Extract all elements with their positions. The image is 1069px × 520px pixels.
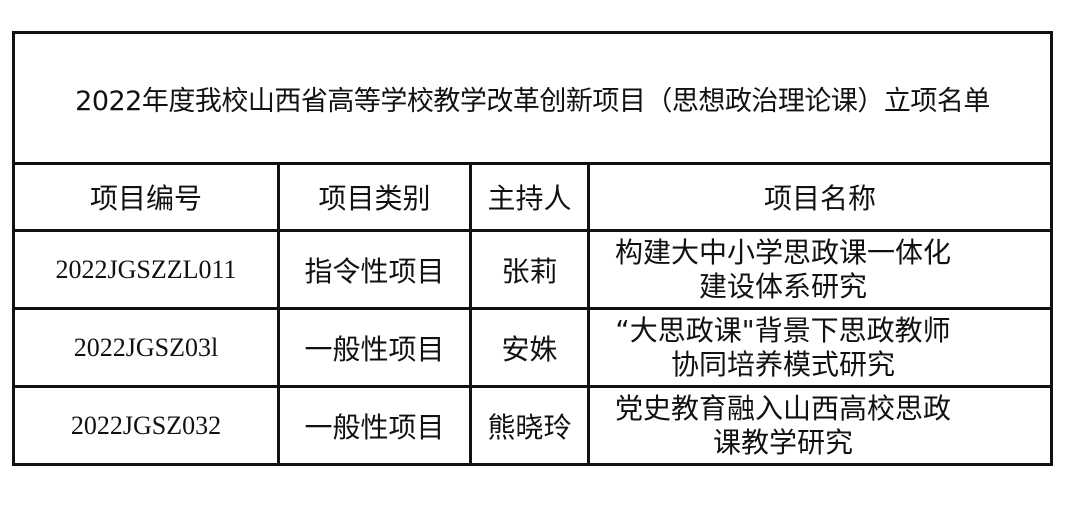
header-name: 项目名称	[587, 162, 1053, 232]
project-name-line: 协同培养模式研究	[670, 347, 895, 381]
project-name-line: 课教学研究	[712, 425, 853, 459]
project-name-line: 党史教育融入山西高校思政	[614, 391, 951, 425]
project-code: 2022JGSZ03l	[12, 307, 280, 388]
table-title: 2022年度我校山西省高等学校教学改革创新项目（思想政治理论课）立项名单	[12, 31, 1053, 165]
header-code: 项目编号	[12, 162, 280, 232]
project-name: 构建大中小学思政课一体化建设体系研究	[587, 229, 1053, 310]
project-leader: 熊晓玲	[469, 385, 590, 466]
header-category: 项目类别	[277, 162, 472, 232]
title-row: 2022年度我校山西省高等学校教学改革创新项目（思想政治理论课）立项名单	[12, 31, 1053, 165]
project-name: 党史教育融入山西高校思政课教学研究	[587, 385, 1053, 466]
project-code: 2022JGSZZL011	[12, 229, 280, 310]
project-name-line: 建设体系研究	[698, 269, 867, 303]
project-name-line: “大思政课"背景下思政教师	[615, 313, 951, 347]
project-name: “大思政课"背景下思政教师协同培养模式研究	[587, 307, 1053, 388]
project-category: 一般性项目	[277, 307, 472, 388]
header-row: 项目编号 项目类别 主持人 项目名称	[12, 162, 1053, 232]
project-leader: 安姝	[469, 307, 590, 388]
table-row: 2022JGSZ032 一般性项目 熊晓玲 党史教育融入山西高校思政课教学研究	[12, 385, 1053, 466]
project-category: 指令性项目	[277, 229, 472, 310]
project-list-table: 2022年度我校山西省高等学校教学改革创新项目（思想政治理论课）立项名单 项目编…	[12, 31, 1053, 466]
header-leader: 主持人	[469, 162, 590, 232]
project-leader: 张莉	[469, 229, 590, 310]
project-code: 2022JGSZ032	[12, 385, 280, 466]
table-row: 2022JGSZ03l 一般性项目 安姝 “大思政课"背景下思政教师协同培养模式…	[12, 307, 1053, 388]
project-category: 一般性项目	[277, 385, 472, 466]
project-name-line: 构建大中小学思政课一体化	[614, 235, 951, 269]
table-row: 2022JGSZZL011 指令性项目 张莉 构建大中小学思政课一体化建设体系研…	[12, 229, 1053, 310]
